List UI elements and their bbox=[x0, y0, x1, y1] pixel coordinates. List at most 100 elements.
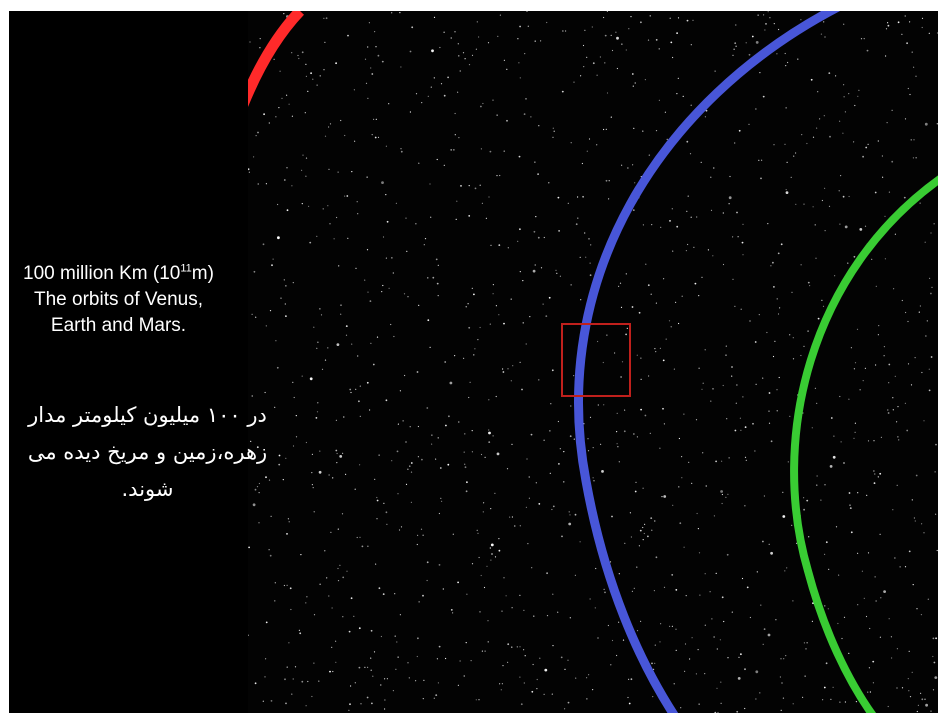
star bbox=[582, 195, 584, 198]
star bbox=[931, 286, 933, 288]
star bbox=[328, 126, 330, 128]
star bbox=[546, 615, 549, 617]
star bbox=[552, 593, 554, 595]
star bbox=[702, 452, 704, 454]
star bbox=[483, 502, 485, 504]
star bbox=[785, 65, 787, 67]
star bbox=[832, 455, 836, 459]
star bbox=[935, 513, 937, 515]
star bbox=[625, 49, 627, 51]
star bbox=[829, 135, 831, 138]
star bbox=[306, 596, 308, 598]
star bbox=[807, 281, 810, 284]
star bbox=[438, 512, 440, 515]
star bbox=[655, 39, 658, 41]
star bbox=[552, 505, 555, 508]
star bbox=[567, 701, 570, 704]
star bbox=[680, 707, 682, 709]
star bbox=[858, 89, 860, 91]
star bbox=[779, 307, 781, 309]
star bbox=[346, 195, 349, 197]
star bbox=[395, 668, 397, 670]
star bbox=[789, 415, 791, 417]
star bbox=[811, 620, 814, 623]
star bbox=[562, 30, 564, 32]
star bbox=[533, 230, 536, 233]
star bbox=[744, 456, 747, 458]
star bbox=[481, 650, 483, 652]
star bbox=[803, 345, 805, 347]
star bbox=[257, 183, 259, 185]
star bbox=[437, 295, 439, 297]
star bbox=[606, 11, 608, 12]
star bbox=[450, 149, 453, 151]
star bbox=[677, 77, 679, 79]
star bbox=[774, 340, 776, 342]
star bbox=[586, 677, 588, 679]
star bbox=[568, 522, 572, 526]
star bbox=[628, 28, 630, 30]
star bbox=[686, 210, 688, 212]
star bbox=[924, 698, 926, 700]
star bbox=[548, 182, 550, 184]
star bbox=[686, 19, 689, 22]
star bbox=[477, 532, 479, 534]
star bbox=[399, 614, 401, 616]
star bbox=[415, 680, 417, 682]
star bbox=[810, 78, 813, 81]
star bbox=[519, 77, 521, 79]
star bbox=[731, 366, 733, 368]
star bbox=[355, 388, 357, 390]
star bbox=[346, 570, 348, 572]
star bbox=[309, 377, 313, 381]
star bbox=[371, 702, 373, 705]
star bbox=[647, 39, 650, 41]
star bbox=[860, 38, 863, 40]
star bbox=[464, 433, 466, 435]
star bbox=[274, 600, 276, 602]
star bbox=[816, 127, 818, 129]
star bbox=[315, 417, 318, 419]
star bbox=[487, 641, 489, 643]
star bbox=[464, 463, 466, 465]
star bbox=[427, 277, 429, 279]
star bbox=[327, 347, 329, 349]
star bbox=[775, 619, 777, 621]
star bbox=[503, 577, 505, 579]
star bbox=[370, 342, 372, 344]
star bbox=[802, 696, 804, 699]
star bbox=[735, 24, 737, 26]
star bbox=[872, 682, 875, 684]
star bbox=[490, 244, 492, 246]
star bbox=[371, 134, 373, 136]
star bbox=[396, 450, 399, 453]
star bbox=[632, 209, 635, 212]
star bbox=[426, 407, 429, 409]
star bbox=[589, 598, 591, 600]
star bbox=[440, 497, 442, 499]
star bbox=[367, 666, 369, 668]
star bbox=[600, 443, 602, 445]
star bbox=[431, 49, 434, 53]
star bbox=[480, 148, 482, 150]
star bbox=[595, 567, 597, 570]
star bbox=[927, 598, 929, 600]
star bbox=[647, 535, 649, 538]
star bbox=[712, 255, 714, 257]
star bbox=[935, 443, 937, 446]
star bbox=[492, 284, 494, 286]
star bbox=[312, 78, 314, 80]
star bbox=[659, 347, 661, 349]
star bbox=[549, 472, 551, 474]
star bbox=[558, 463, 560, 465]
star bbox=[744, 707, 746, 710]
star bbox=[583, 66, 585, 68]
star bbox=[364, 666, 366, 669]
star bbox=[357, 355, 359, 357]
star bbox=[528, 497, 530, 499]
star bbox=[625, 333, 627, 336]
star bbox=[918, 311, 920, 313]
star bbox=[634, 182, 636, 184]
star bbox=[374, 136, 377, 139]
star bbox=[588, 138, 591, 140]
